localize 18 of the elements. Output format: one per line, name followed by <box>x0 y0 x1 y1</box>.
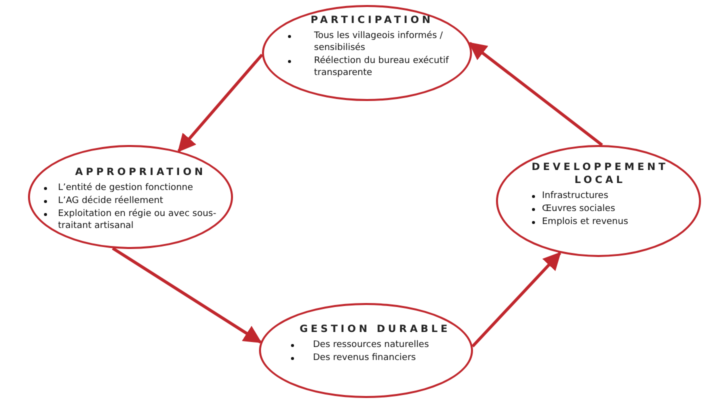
bullet-item: L’entité de gestion fonctionne <box>58 182 194 194</box>
bullet-item: Infrastructures <box>542 190 610 202</box>
node-heading: GESTION DURABLE <box>298 323 452 336</box>
node-heading: APPROPRIATION <box>74 166 207 179</box>
bullet-item: Tous les villageois informés / sensibilisés <box>314 30 444 54</box>
bullet-item: Réélection du bureau exécutif transparente <box>314 55 450 79</box>
bullet-item: Exploitation en régie ou avec sous-traitant artisanal <box>58 208 218 232</box>
arrow <box>177 54 264 152</box>
arrow <box>472 252 562 348</box>
bullet-item: Œuvres sociales <box>542 203 616 215</box>
node-heading: PARTICIPATION <box>310 14 434 27</box>
bullet-item: Des revenus financiers <box>313 352 417 364</box>
bullet-item: L’AG décide réellement <box>58 195 164 207</box>
arrow <box>468 42 603 146</box>
arrow <box>112 246 262 344</box>
bullet-item: Des ressources naturelles <box>313 339 430 351</box>
node-heading: DEVELOPPEMENT LOCAL <box>530 161 670 187</box>
bullet-item: Emplois et revenus <box>542 216 630 228</box>
